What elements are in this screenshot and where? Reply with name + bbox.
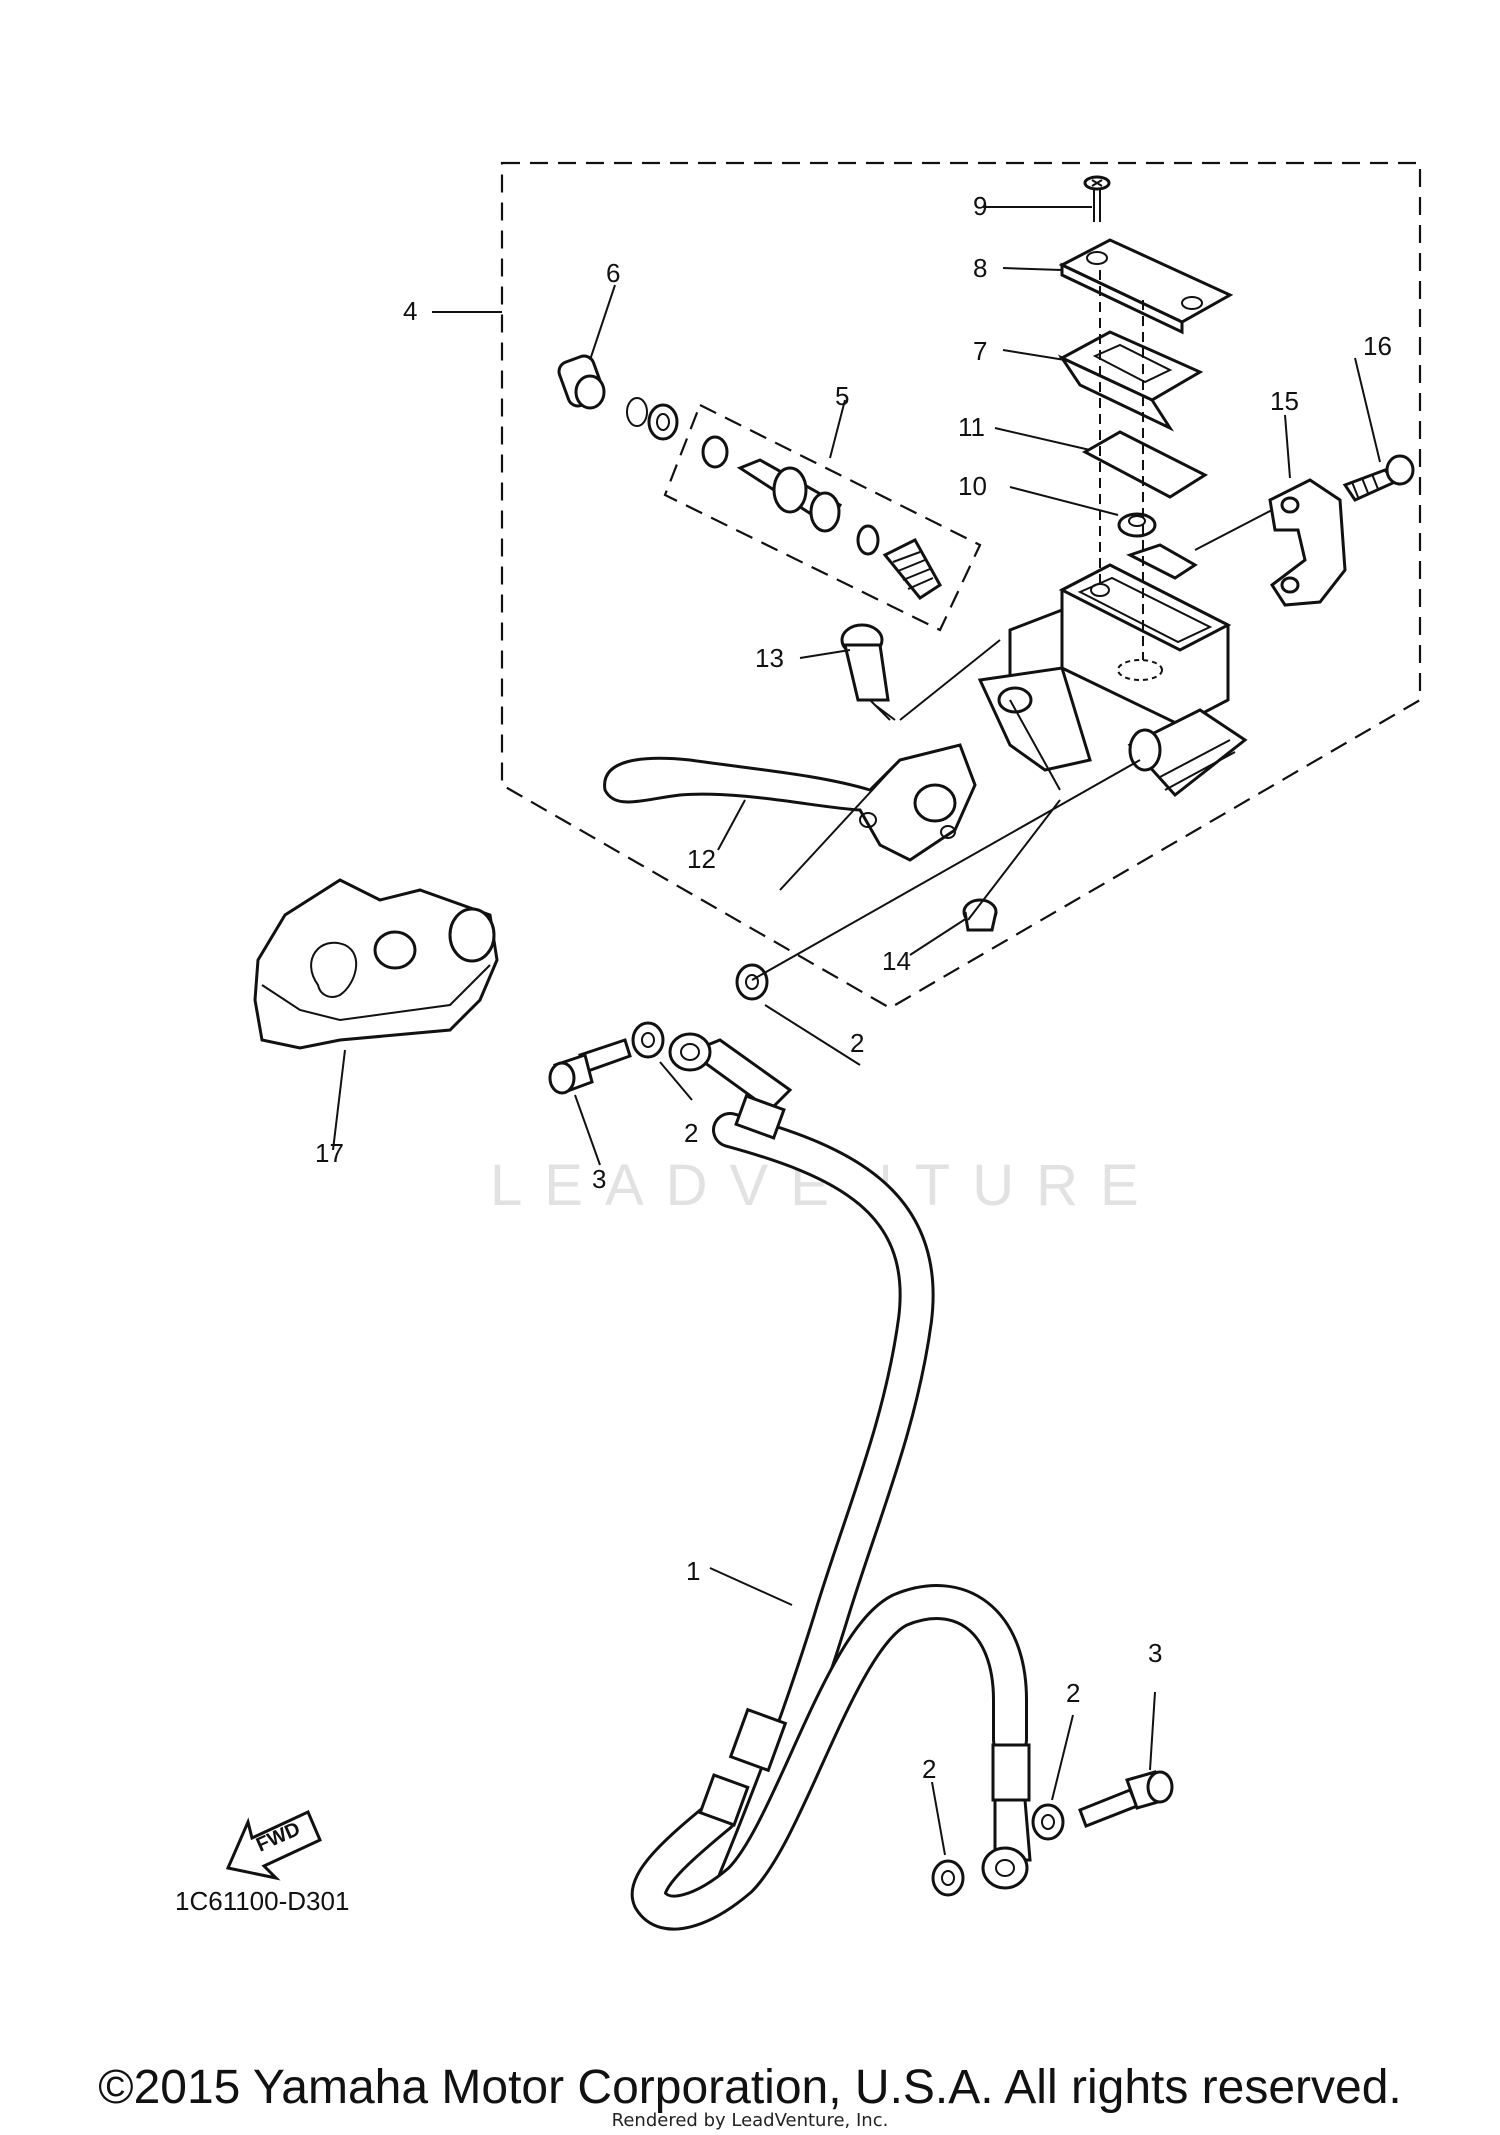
callout-14: 14: [882, 946, 911, 976]
circlip-part: [626, 397, 679, 441]
callout-3: 3: [592, 1164, 606, 1194]
brake-hose-part: [630, 1032, 1032, 1931]
callout-12: 12: [687, 844, 716, 874]
leader-lines: [332, 206, 1381, 1856]
washer-parts: [631, 963, 1065, 1897]
piston-kit-part: [701, 435, 942, 600]
callout-labels: 1 2 2 2 2 3 3 4 5 6 7 8 9 10 11 12 13 14…: [315, 191, 1392, 1784]
diagram-code: 1C61100-D301: [175, 1886, 349, 1916]
clamp-bolt-part: [1342, 454, 1415, 502]
callout-6: 6: [606, 258, 620, 288]
callout-17: 17: [315, 1138, 344, 1168]
callout-16: 16: [1363, 331, 1392, 361]
master-cylinder-cover-part: [253, 878, 499, 1050]
float-part: [1117, 512, 1157, 538]
callout-10: 10: [958, 471, 987, 501]
callout-1: 1: [686, 1556, 700, 1586]
callout-3: 3: [1148, 1638, 1162, 1668]
piston-kit-boundary: [663, 403, 982, 632]
callout-11: 11: [958, 412, 985, 442]
diaphragm-holder-part: [1057, 330, 1204, 432]
assembly-boundary: [500, 161, 1422, 1010]
copyright-notice: ©2015 Yamaha Motor Corporation, U.S.A. A…: [98, 2061, 1402, 2114]
dust-boot-part: [557, 354, 606, 410]
callout-8: 8: [973, 253, 987, 283]
union-bolt-parts: [548, 1038, 1174, 1828]
rendered-by-credit: Rendered by LeadVenture, Inc.: [611, 2110, 889, 2131]
callout-5: 5: [835, 381, 849, 411]
callout-4: 4: [403, 296, 417, 326]
callout-15: 15: [1270, 386, 1299, 416]
master-cylinder-body: [977, 543, 1248, 798]
grommet-part: [962, 898, 998, 932]
callout-2: 2: [684, 1118, 698, 1148]
forward-direction-arrow: FWD: [225, 1809, 322, 1881]
pivot-bolt-part: [840, 623, 896, 721]
callout-7: 7: [973, 336, 987, 366]
reservoir-cap-part: [1058, 238, 1234, 335]
clamp-part: [1268, 478, 1347, 607]
exploded-parts-diagram: LEADVENTURE: [175, 161, 1422, 1931]
diaphragm-part: [1081, 430, 1209, 499]
brake-lever-part: [603, 743, 977, 862]
callout-9: 9: [973, 191, 987, 221]
callout-2: 2: [922, 1754, 936, 1784]
callout-2: 2: [850, 1028, 864, 1058]
cap-screw-part: [1083, 175, 1111, 222]
callout-2: 2: [1066, 1678, 1080, 1708]
callout-13: 13: [755, 643, 784, 673]
